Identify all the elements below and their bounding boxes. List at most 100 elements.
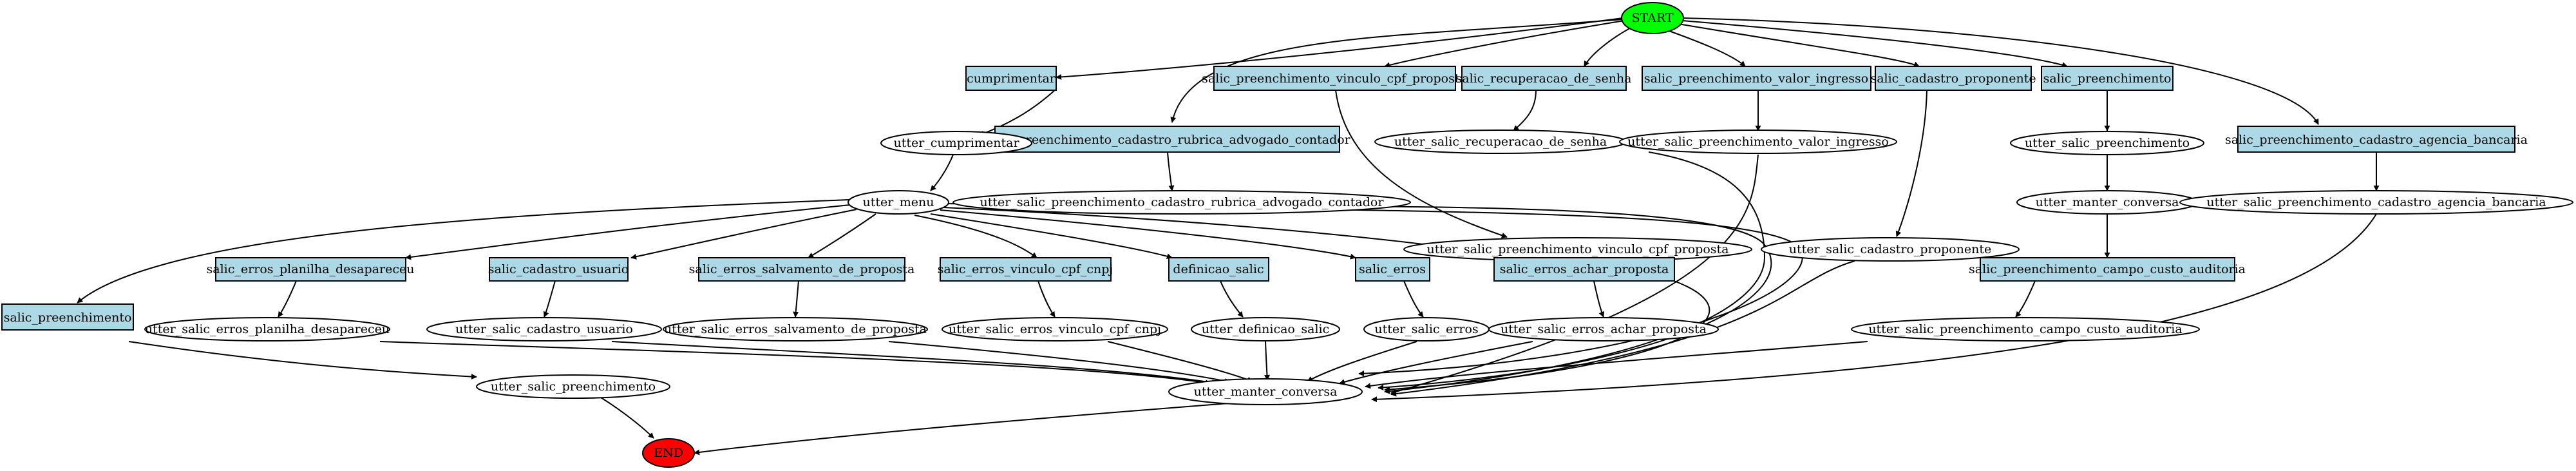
action-label: salic_preenchimento_cadastro_rubrica_adv…: [983, 133, 1350, 147]
action-label: salic_recuperacao_de_senha: [1455, 72, 1631, 86]
action-erros-salvamento-de-proposta: salic_erros_salvamento_de_proposta: [689, 257, 915, 282]
action-erros-achar-proposta: salic_erros_achar_proposta: [1493, 257, 1675, 282]
edge-utter-erros-vinculo-manter: [1107, 341, 1253, 383]
edge-menu-cadastro-usuario: [630, 209, 857, 260]
utter-label: utter_salic_preenchimento_valor_ingresso: [1627, 135, 1889, 149]
edge-recuperacao-utter: [1513, 90, 1537, 131]
action-cadastro-usuario: salic_cadastro_usuario: [488, 257, 629, 282]
edge-start-preenchimento-top: [1681, 20, 2068, 68]
action-campo-custo-auditoria: salic_preenchimento_campo_custo_auditori…: [1969, 257, 2246, 282]
utter-label: utter_salic_preenchimento: [2025, 136, 2190, 150]
edge-start-rubrica: [1170, 19, 1624, 123]
end-node: END: [642, 438, 695, 468]
action-label: salic_preenchimento_campo_custo_auditori…: [1969, 262, 2246, 276]
utter-recuperacao-de-senha: utter_salic_recuperacao_de_senha: [1374, 130, 1627, 154]
action-label: salic_preenchimento_vinculo_cpf_proposta: [1202, 72, 1467, 86]
edge-menu-manter-main: [946, 203, 1803, 377]
utter-campo-custo-auditoria: utter_salic_preenchimento_campo_custo_au…: [1851, 317, 2200, 341]
action-agencia-bancaria: salic_preenchimento_cadastro_agencia_ban…: [2225, 126, 2528, 153]
utter-cumprimentar: utter_cumprimentar: [880, 131, 1032, 155]
utter-menu: utter_menu: [848, 190, 949, 215]
utter-label: utter_salic_erros_vinculo_cpf_cnpj: [949, 322, 1161, 336]
utter-vinculo-cpf-proposta: utter_salic_preenchimento_vinculo_cpf_pr…: [1403, 237, 1752, 262]
utter-label: utter_salic_preenchimento_cadastro_rubri…: [980, 195, 1385, 209]
edge-start-valor-ingresso: [1658, 26, 1746, 67]
action-label: salic_preenchimento: [2043, 72, 2172, 86]
utter-valor-ingresso: utter_salic_preenchimento_valor_ingresso: [1619, 130, 1897, 154]
action-label: salic_preenchimento: [4, 311, 132, 325]
utter-label: utter_salic_preenchimento_campo_custo_au…: [1868, 322, 2182, 336]
action-definicao-salic: definicao_salic: [1168, 257, 1269, 282]
action-label: salic_erros: [1359, 262, 1426, 276]
utter-label: utter_salic_preenchimento_cadastro_agenc…: [2206, 195, 2546, 209]
utter-label: utter_salic_cadastro_usuario: [455, 322, 633, 336]
utter-label: utter_salic_recuperacao_de_senha: [1394, 135, 1607, 149]
utter-label: utter_salic_erros_salvamento_de_proposta: [664, 322, 927, 336]
utter-erros-salvamento-de-proposta: utter_salic_erros_salvamento_de_proposta: [663, 317, 928, 341]
edge-menu-salvamento: [808, 213, 876, 258]
utter-label: utter_menu: [862, 195, 934, 209]
action-label: salic_preenchimento_valor_ingresso: [1644, 72, 1868, 86]
edge-start-cumprimentar: [1056, 17, 1624, 80]
edge-menu-erros: [940, 209, 1356, 260]
utter-label: utter_definicao_salic: [1202, 322, 1330, 336]
edge-start-cadastro-proponente: [1674, 23, 1920, 67]
edge-achar-utter: [1593, 280, 1605, 318]
action-salic-erros: salic_erros: [1355, 257, 1430, 282]
edge-vinculo-cpf-utter: [1335, 90, 1508, 238]
edge-utter-achar-manter: [1339, 341, 1533, 385]
action-erros-vinculo-cpf-cnpj: salic_erros_vinculo_cpf_cnpj: [938, 257, 1113, 282]
utter-manter-conversa-top: utter_manter_conversa: [2016, 190, 2198, 215]
action-cadastro-proponente: salic_cadastro_proponente: [1870, 66, 2036, 91]
utter-salic-erros: utter_salic_erros: [1363, 317, 1490, 341]
end-label: END: [654, 446, 683, 460]
edge-utter-proponente-manter: [1390, 260, 1855, 397]
utter-agencia-bancaria: utter_salic_preenchimento_cadastro_agenc…: [2179, 190, 2573, 215]
edge-utter-rubrica-manter: [1287, 206, 1772, 390]
utter-label: utter_manter_conversa: [1194, 385, 1338, 399]
edge-utter-erros-manter: [1307, 341, 1417, 382]
edge-start-agencia: [1681, 17, 2319, 125]
edge-utter-cumprimentar-menu: [930, 154, 954, 191]
edge-utter-recuperacao-manter: [1384, 151, 1766, 394]
action-label: salic_erros_achar_proposta: [1500, 262, 1669, 276]
action-vinculo-cpf-proposta: salic_preenchimento_vinculo_cpf_proposta: [1202, 66, 1467, 91]
edge-utter-definicao-manter: [1264, 341, 1270, 381]
edge-utter-cadastro-usuario-manter: [611, 341, 1218, 386]
edge-utter-campo-custo-manter: [1365, 341, 1868, 389]
action-label: salic_erros_salvamento_de_proposta: [689, 262, 915, 276]
utter-label: utter_salic_erros_planilha_desapareceu: [145, 322, 390, 336]
utter-erros-vinculo-cpf-cnpj: utter_salic_erros_vinculo_cpf_cnpj: [942, 317, 1168, 341]
action-label: salic_preenchimento_cadastro_agencia_ban…: [2225, 133, 2528, 147]
utter-definicao-salic: utter_definicao_salic: [1191, 317, 1340, 341]
action-recuperacao-de-senha: salic_recuperacao_de_senha: [1455, 66, 1632, 91]
utter-preenchimento-top: utter_salic_preenchimento: [2010, 131, 2204, 155]
edge-erros-vinculo-utter: [1037, 280, 1056, 318]
action-label: salic_erros_planilha_desapareceu: [207, 262, 415, 276]
action-rubrica-advogado-contador: salic_preenchimento_cadastro_rubrica_adv…: [983, 126, 1351, 153]
edge-campo-custo-utter: [2015, 280, 2036, 318]
utter-label: utter_salic_erros: [1374, 322, 1478, 336]
utter-label: utter_salic_cadastro_proponente: [1789, 242, 1991, 256]
edge-utter-salvamento-manter: [888, 341, 1231, 384]
edge-start-vinculo-cpf: [1384, 20, 1625, 68]
edge-salvamento-utter: [793, 280, 799, 318]
edge-erros-utter: [1403, 280, 1424, 318]
utter-erros-planilha-desapareceu: utter_salic_erros_planilha_desapareceu: [144, 317, 390, 341]
action-label: salic_cadastro_proponente: [1870, 72, 2036, 86]
utter-cadastro-proponente: utter_salic_cadastro_proponente: [1761, 237, 2020, 262]
edge-planilha-utter: [278, 280, 297, 318]
action-valor-ingresso: salic_preenchimento_valor_ingresso: [1642, 66, 1871, 91]
edge-menu-erros-vinculo: [914, 215, 1037, 258]
utter-label: utter_cumprimentar: [893, 136, 1019, 150]
edge-start-recuperacao: [1584, 25, 1635, 67]
utter-label: utter_salic_erros_achar_proposta: [1501, 322, 1707, 336]
action-label: cumprimentar: [967, 72, 1056, 86]
edge-cadastro-usuario-utter: [543, 280, 556, 318]
action-erros-planilha-desapareceu: salic_erros_planilha_desapareceu: [207, 257, 415, 282]
edge-cadastro-proponente-utter: [1895, 90, 1927, 237]
edge-definicao-utter: [1220, 280, 1244, 318]
action-label: salic_erros_vinculo_cpf_cnpj: [938, 262, 1113, 276]
action-label: definicao_salic: [1173, 262, 1264, 276]
